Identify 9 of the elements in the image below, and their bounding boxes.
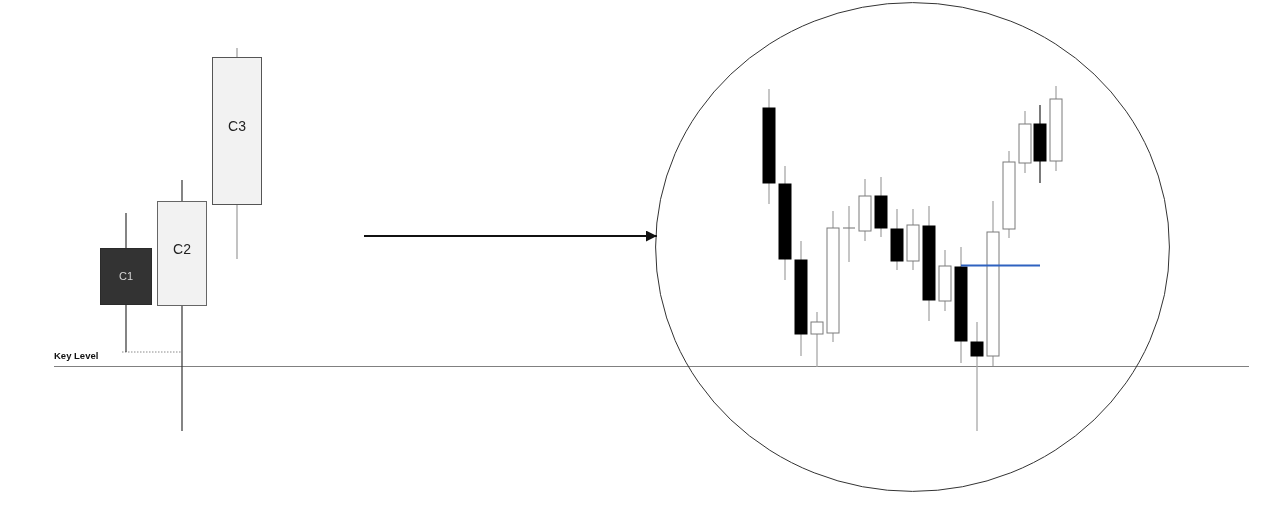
candle-body: [157, 201, 207, 306]
zoom-circle: [655, 2, 1170, 492]
candle-body: [212, 57, 262, 205]
arrow: [363, 230, 658, 242]
candle-label: C2: [173, 241, 191, 258]
level-label: Key Level: [54, 350, 99, 361]
candle-body: [100, 248, 152, 305]
candle-label: C3: [228, 119, 246, 135]
candle-label: C1: [118, 270, 134, 283]
